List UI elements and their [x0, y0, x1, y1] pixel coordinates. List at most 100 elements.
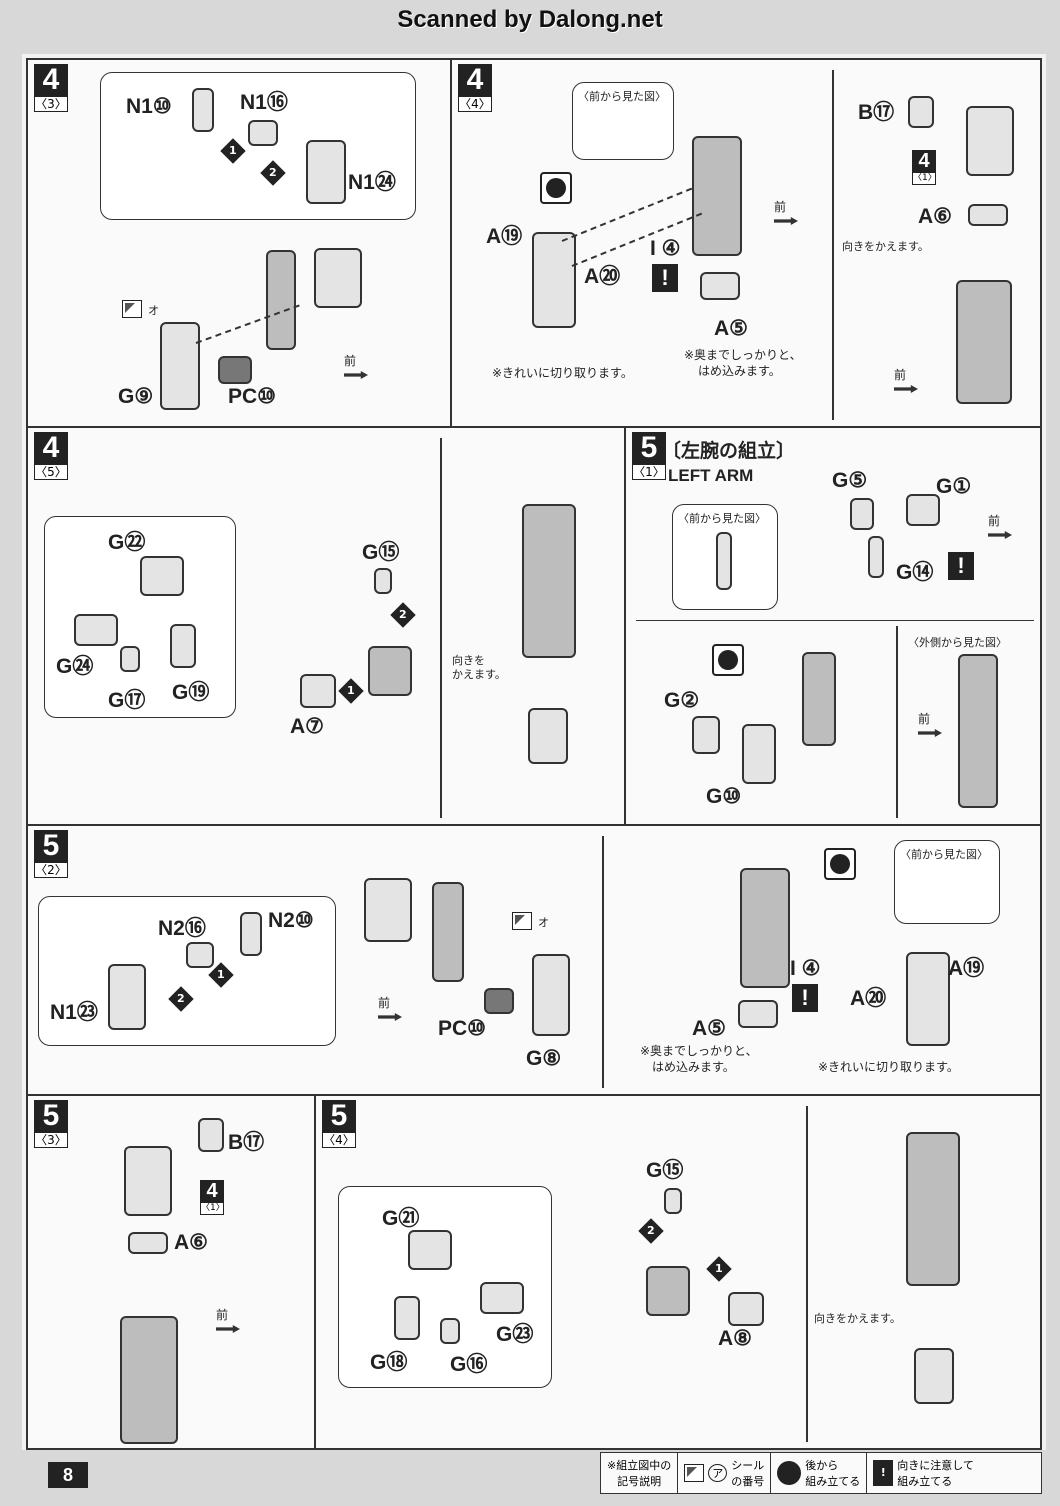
legend-sticker-text: シール の番号 [731, 1457, 764, 1489]
legend-back-line1: 後から [805, 1459, 839, 1472]
part-label-g24: G㉔ [56, 655, 94, 678]
step-sub: 〈2〉 [34, 862, 68, 878]
front-arrow: 前 [344, 352, 368, 379]
step-badge: 5 〈2〉 [34, 830, 68, 878]
step-sub: 〈4〉 [458, 96, 492, 112]
legend-warning-line1: 向きに注意して [897, 1459, 974, 1472]
step-number: 5 [632, 432, 666, 464]
cut-note: ※きれいに切り取ります。 [818, 1060, 959, 1074]
part-label-pc10: PC⑩ [228, 385, 276, 408]
part-shoulder-joint [364, 878, 412, 942]
step-number: 4 [34, 432, 68, 464]
part-label-n2-16: N2⑯ [158, 917, 206, 940]
part-g1 [906, 494, 940, 526]
ref-step-sub: 〈1〉 [200, 1202, 225, 1215]
part-g2 [692, 716, 720, 754]
back-assembly-icon [540, 172, 572, 204]
turn-note-1: 向きを [452, 654, 485, 667]
step-number: 5 [34, 1100, 68, 1132]
part-label-a19: A⑲ [948, 957, 985, 980]
warning-icon: ! [652, 264, 678, 292]
part-label-g18: G⑱ [370, 1351, 408, 1374]
part-label-pc10: PC⑩ [438, 1017, 486, 1040]
step-sub: 〈5〉 [34, 464, 68, 480]
part-elbow [802, 652, 836, 746]
part-label-n1-16: N1⑯ [240, 91, 288, 114]
part-hand-assembled [914, 1348, 954, 1404]
part-g14 [868, 536, 884, 578]
turn-note: 向きをかえます。 [814, 1312, 901, 1325]
step-marker-1: 1 [338, 678, 364, 704]
panel-step-5-2: 5 〈2〉 N2⑯ N2⑩ N1㉓ 1 2 前 PC⑩ オ G⑧ 〈前から見た図… [26, 824, 1042, 1096]
part-pc10 [218, 356, 252, 384]
front-arrow: 前 [988, 512, 1012, 539]
part-upper-block [966, 106, 1014, 176]
part-b17 [198, 1118, 224, 1152]
sticker-icon [122, 300, 142, 318]
part-label-a8: A⑧ [718, 1327, 752, 1350]
front-arrow: 前 [894, 366, 918, 393]
part-g15 [664, 1188, 682, 1214]
part-forearm-turned [956, 280, 1012, 404]
outer-view-label: 〈外側から見た図〉 [908, 636, 1007, 649]
panel-step-5-3: 5 〈3〉 B⑰ 4 〈1〉 A⑥ 前 [26, 1094, 316, 1450]
panel-step-4-3: 4 〈3〉 N1⑩ N1⑯ N1㉔ 1 2 オ G⑨ PC⑩ 前 [26, 58, 452, 428]
part-n1-16 [248, 120, 278, 146]
step-sub: 〈4〉 [322, 1132, 356, 1148]
assembly-line [561, 187, 693, 242]
step-badge: 4 〈3〉 [34, 64, 68, 112]
ref-step-number: 4 [200, 1180, 224, 1202]
legend-title: ※組立図中の 記号説明 [601, 1453, 679, 1493]
legend-back-text: 後から 組み立てる [805, 1457, 860, 1489]
ref-step-badge: 4 〈1〉 [912, 150, 937, 185]
front-arrow: 前 [774, 198, 798, 225]
divider [636, 620, 1034, 621]
part-a8 [728, 1292, 764, 1326]
front-view-label: 〈前から見た図〉 [900, 848, 988, 861]
back-assembly-icon [824, 848, 856, 880]
step-sub: 〈3〉 [34, 96, 68, 112]
step-badge: 5 〈3〉 [34, 1100, 68, 1148]
legend-warning: ! 向きに注意して 組み立てる [867, 1453, 980, 1493]
divider [440, 438, 442, 818]
part-label-a20: A⑳ [584, 265, 621, 288]
part-label-a6: A⑥ [918, 205, 952, 228]
divider [832, 70, 834, 420]
part-forearm [740, 868, 790, 988]
part-label-g17: G⑰ [108, 689, 146, 712]
step-number: 5 [322, 1100, 356, 1132]
part-a7 [300, 674, 336, 708]
part-n1-23 [108, 964, 146, 1030]
part-upper-block [124, 1146, 172, 1216]
part-label-g16: G⑯ [450, 1353, 488, 1376]
sticker-mark: ア [708, 1464, 728, 1482]
step-sub: 〈3〉 [34, 1132, 68, 1148]
front-view-label: 〈前から見た図〉 [578, 90, 666, 103]
part-label-g1: G① [936, 475, 972, 498]
part-g18 [394, 1296, 420, 1340]
section-title-en: LEFT ARM [668, 466, 754, 485]
watermark: Scanned by Dalong.net [397, 6, 663, 33]
part-label-g5: G⑤ [832, 469, 868, 492]
warning-icon: ! [873, 1460, 894, 1486]
part-label-g19: G⑲ [172, 681, 210, 704]
part-forearm [120, 1316, 178, 1444]
divider [602, 836, 604, 1088]
part-label-g8: G⑧ [526, 1047, 562, 1070]
part-label-n2-10: N2⑩ [268, 909, 314, 932]
fit-note-2: はめ込みます。 [698, 364, 781, 378]
part-g14-front [716, 532, 732, 590]
part-g24 [74, 614, 118, 646]
part-g17 [120, 646, 140, 672]
part-label-n1-24: N1㉔ [348, 171, 396, 194]
sticker-icon [684, 1464, 705, 1482]
part-g15 [374, 568, 392, 594]
legend-title-line1: ※組立図中の [607, 1459, 672, 1472]
part-hand [368, 646, 412, 696]
part-label-a7: A⑦ [290, 715, 324, 738]
panel-step-5-4: 5 〈4〉 G㉑ G㉓ G⑱ G⑯ G⑮ 2 1 A⑧ 向きをかえます。 [314, 1094, 1042, 1450]
step-badge: 4 〈5〉 [34, 432, 68, 480]
ref-step-number: 4 [912, 150, 936, 172]
part-g5 [850, 498, 874, 530]
cut-note: ※きれいに切り取ります。 [492, 366, 633, 380]
